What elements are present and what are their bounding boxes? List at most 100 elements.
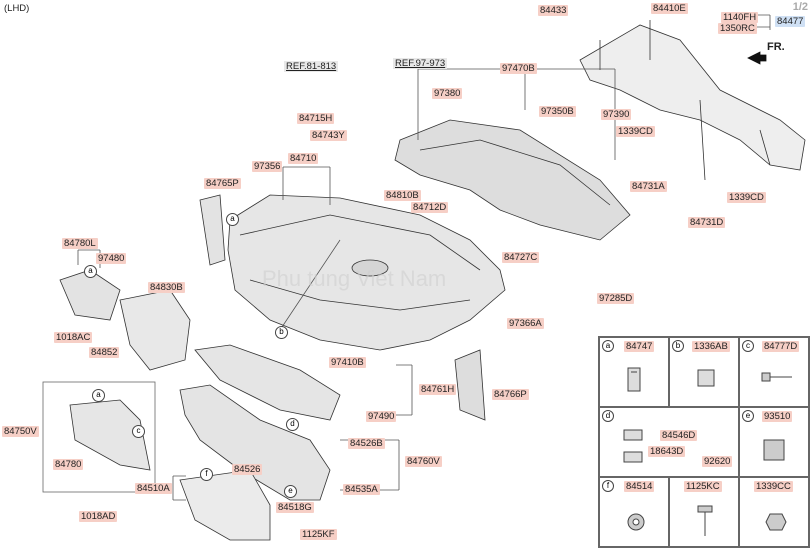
- part-84715H[interactable]: 84715H: [297, 113, 335, 124]
- part-84410E[interactable]: 84410E: [651, 3, 688, 14]
- part-1350RC[interactable]: 1350RC: [718, 23, 757, 34]
- part-97390[interactable]: 97390: [601, 109, 632, 120]
- end-cover-right: [454, 349, 486, 421]
- lamp-icon: [623, 429, 643, 463]
- legend-part[interactable]: 93510: [762, 411, 793, 422]
- part-84526B[interactable]: 84526B: [348, 438, 385, 449]
- part-97470B[interactable]: 97470B: [500, 63, 537, 74]
- callout-e: e: [284, 485, 297, 498]
- callout-a: a: [92, 389, 105, 402]
- switch-icon: [763, 439, 785, 461]
- part-84727C[interactable]: 84727C: [502, 252, 540, 263]
- nut-icon: [765, 513, 787, 531]
- legend-part[interactable]: 1125KC: [684, 481, 722, 492]
- glove-box-outline: [179, 469, 271, 541]
- part-84433[interactable]: 84433: [538, 5, 569, 16]
- ref-link-81-813[interactable]: REF.81-813: [284, 61, 339, 72]
- legend-cell-c: c 84777D: [739, 337, 809, 407]
- part-84710[interactable]: 84710: [288, 153, 319, 164]
- legend-letter: e: [742, 410, 754, 422]
- cowl-crossbar: [579, 24, 806, 171]
- part-1125KF[interactable]: 1125KF: [300, 529, 337, 540]
- part-84526[interactable]: 84526: [232, 464, 263, 475]
- part-97410B[interactable]: 97410B: [329, 357, 366, 368]
- part-84743Y[interactable]: 84743Y: [310, 130, 347, 141]
- callout-f: f: [200, 468, 213, 481]
- legend-part[interactable]: 1339CC: [754, 481, 793, 492]
- page-indicator: 1/2: [792, 1, 808, 13]
- part-84750V[interactable]: 84750V: [2, 426, 39, 437]
- part-84731D[interactable]: 84731D: [688, 217, 726, 228]
- legend-part[interactable]: 84747: [624, 341, 655, 352]
- part-1018AD[interactable]: 1018AD: [79, 511, 118, 522]
- part-84852[interactable]: 84852: [89, 347, 120, 358]
- part-97350B[interactable]: 97350B: [539, 106, 576, 117]
- watermark: Phu tung Viet Nam: [262, 266, 447, 291]
- legend-part[interactable]: 1336AB: [692, 341, 730, 352]
- legend-letter: f: [602, 480, 614, 492]
- part-1140FH[interactable]: 1140FH: [721, 12, 759, 23]
- part-1339CD-b[interactable]: 1339CD: [727, 192, 766, 203]
- legend-part[interactable]: 84777D: [762, 341, 800, 352]
- legend-part-84546D[interactable]: 84546D: [660, 430, 698, 441]
- legend-cell-a: a 84747: [599, 337, 669, 407]
- lower-panel-outline: [179, 384, 331, 501]
- ref-link-97-973[interactable]: REF.97-973: [393, 58, 448, 69]
- callout-c: c: [132, 425, 145, 438]
- legend-part-92620[interactable]: 92620: [702, 456, 733, 467]
- screw-icon: [761, 372, 792, 382]
- callout-b: b: [275, 326, 288, 339]
- part-84761H[interactable]: 84761H: [419, 384, 457, 395]
- part-84765P[interactable]: 84765P: [204, 178, 241, 189]
- part-84731A[interactable]: 84731A: [630, 181, 667, 192]
- forward-label: FR.: [767, 41, 785, 53]
- clip-icon: [627, 367, 641, 392]
- part-84810B[interactable]: 84810B: [384, 190, 421, 201]
- part-97380[interactable]: 97380: [432, 88, 463, 99]
- legend-cell-d: d 84546D 18643D 92620: [599, 407, 739, 477]
- callout-a: a: [226, 213, 239, 226]
- legend-table: a 84747 b 1336AB c 84777D d 84546D 18643…: [598, 336, 810, 548]
- legend-letter: b: [672, 340, 684, 352]
- center-fascia: [194, 344, 341, 421]
- legend-part-18643D[interactable]: 18643D: [648, 446, 686, 457]
- legend-letter: c: [742, 340, 754, 352]
- legend-cell-b: b 1336AB: [669, 337, 739, 407]
- part-84766P[interactable]: 84766P: [492, 389, 529, 400]
- part-97356[interactable]: 97356: [252, 161, 283, 172]
- forward-arrow-icon: [747, 51, 767, 65]
- part-84830B[interactable]: 84830B: [148, 282, 185, 293]
- part-84780[interactable]: 84780: [53, 459, 84, 470]
- legend-cell-g: 1125KC: [669, 477, 739, 547]
- part-84760V[interactable]: 84760V: [405, 456, 442, 467]
- side-panel-left: [199, 194, 226, 266]
- part-84518G[interactable]: 84518G: [276, 502, 314, 513]
- part-84477[interactable]: 84477: [775, 16, 806, 27]
- callout-d: d: [286, 418, 299, 431]
- part-84535A[interactable]: 84535A: [343, 484, 380, 495]
- grommet-icon: [627, 513, 645, 531]
- legend-letter: a: [602, 340, 614, 352]
- part-84510A[interactable]: 84510A: [135, 483, 172, 494]
- nut-clip-icon: [697, 369, 715, 387]
- cluster-fascia-outline: [119, 289, 191, 371]
- part-1339CD-a[interactable]: 1339CD: [616, 126, 655, 137]
- part-1018AC[interactable]: 1018AC: [54, 332, 93, 343]
- orientation-label: (LHD): [4, 3, 30, 14]
- legend-cell-h: 1339CC: [739, 477, 809, 547]
- legend-cell-f: f 84514: [599, 477, 669, 547]
- part-97366A[interactable]: 97366A: [507, 318, 544, 329]
- part-84712D[interactable]: 84712D: [411, 202, 449, 213]
- bolt-icon: [697, 505, 713, 536]
- part-97285D[interactable]: 97285D: [597, 293, 635, 304]
- part-97490[interactable]: 97490: [366, 411, 397, 422]
- part-97480[interactable]: 97480: [96, 253, 127, 264]
- legend-part[interactable]: 84514: [624, 481, 655, 492]
- part-84780L[interactable]: 84780L: [62, 238, 98, 249]
- knee-panel-group-box: [42, 381, 156, 493]
- legend-letter: d: [602, 410, 614, 422]
- legend-cell-e: e 93510: [739, 407, 809, 477]
- callout-a: a: [84, 265, 97, 278]
